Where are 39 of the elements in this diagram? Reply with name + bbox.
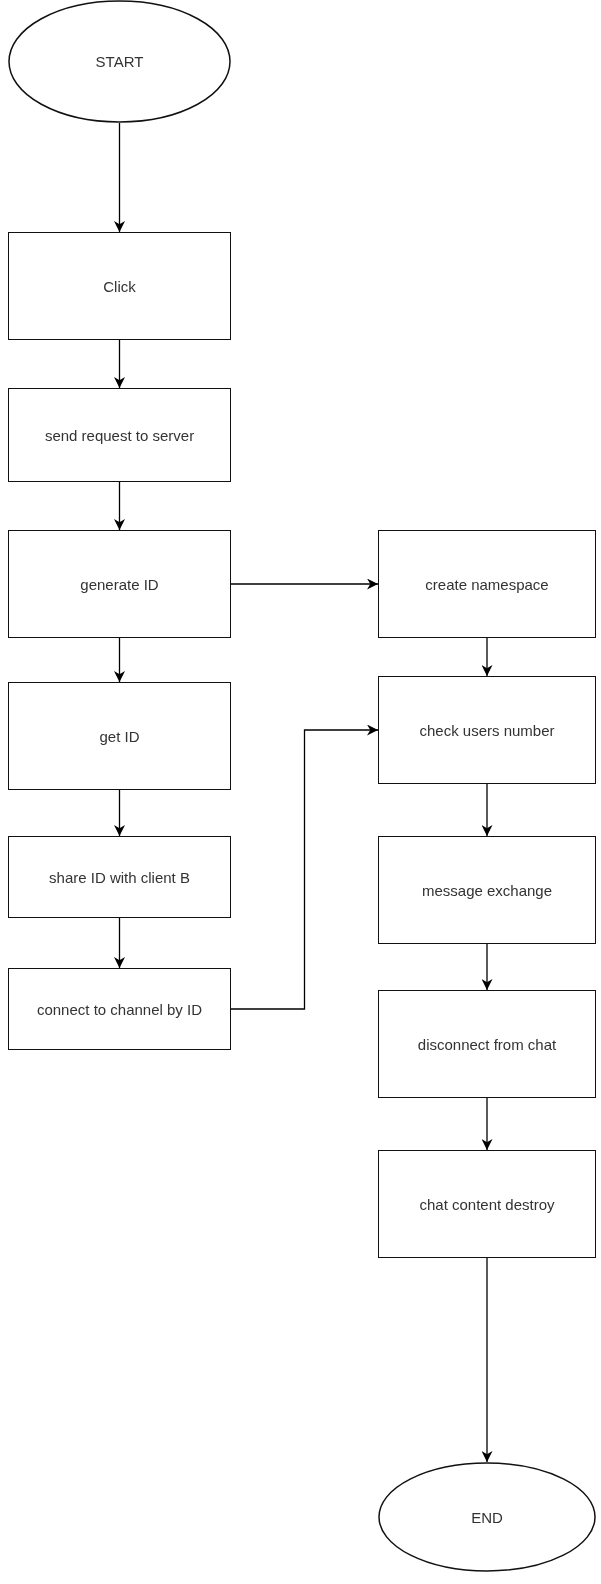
process-box [8, 682, 231, 790]
step-label: message exchange [421, 881, 553, 899]
arrow [230, 578, 379, 590]
step-label: send request to server [44, 426, 195, 444]
arrow [114, 122, 125, 233]
process-box [378, 990, 596, 1098]
step-label: share ID with client B [49, 868, 190, 886]
arrow [114, 637, 125, 683]
process-box [8, 836, 231, 918]
process-box [8, 968, 231, 1050]
arrow [481, 1097, 493, 1151]
step-label: connect to channel by ID [36, 1000, 203, 1018]
step-label: chat content destroy [419, 1195, 555, 1213]
arrow [481, 783, 493, 837]
step-label: get ID [99, 727, 140, 745]
step-label: generate ID [80, 575, 159, 593]
step-label: check users number [419, 721, 555, 739]
step-label: disconnect from chat [417, 1035, 557, 1053]
process-box [378, 676, 596, 784]
arrow [481, 943, 493, 991]
terminal-ellipse [8, 0, 231, 123]
process-box [378, 530, 596, 638]
arrow [230, 724, 379, 1010]
step-label: create namespace [425, 575, 549, 593]
arrow [114, 481, 125, 531]
arrow [114, 789, 125, 837]
process-box [378, 1150, 596, 1258]
arrow [481, 1257, 493, 1463]
step-label: Click [103, 277, 136, 295]
process-box [8, 232, 231, 340]
arrow [114, 917, 125, 969]
arrow [114, 339, 125, 389]
process-box [8, 530, 231, 638]
process-box [8, 388, 231, 482]
process-box [378, 836, 596, 944]
arrow [481, 637, 493, 677]
step-label: END [471, 1508, 503, 1526]
step-label: START [95, 53, 144, 70]
terminal-ellipse [378, 1462, 596, 1572]
